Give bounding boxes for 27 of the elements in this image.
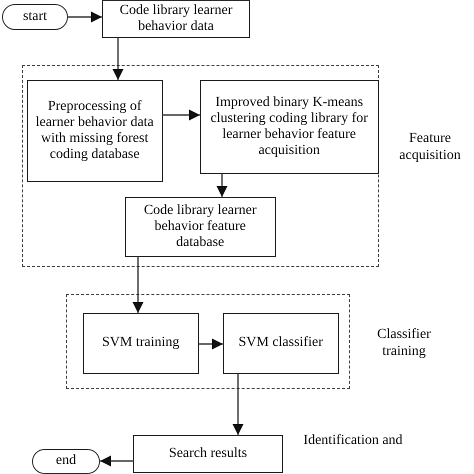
arrow [216,174,228,197]
process-box [26,80,163,182]
group-heading: Classifier training [376,327,432,361]
group-heading: Feature acquisition [398,131,462,165]
arrow [199,338,223,350]
process-box [124,196,276,257]
stage-label: Identification and [302,433,404,450]
node-label: Code library learner behavior feature database [142,202,258,251]
arrow [68,12,102,22]
node-label: SVM classifier [237,335,324,352]
node-label: start [22,8,48,26]
node-label: Code library learner behavior data [118,2,234,36]
arrow [112,38,124,80]
node-label: Preprocessing of learner behavior data with missing forest coding database [34,98,155,163]
process-box [102,0,250,38]
node-label: Improved binary K-means clustering coding library for learner behavior feature acquisition [209,94,369,159]
node-label: SVM training [100,335,180,352]
process-box [133,435,283,473]
arrow [232,374,244,435]
process-box [222,312,339,374]
node-label: end [54,453,78,470]
arrow [132,257,144,313]
process-box [200,80,379,174]
process-box [82,312,199,374]
arrow [163,110,200,120]
arrow [100,456,133,466]
node-label: Search results [168,446,248,462]
